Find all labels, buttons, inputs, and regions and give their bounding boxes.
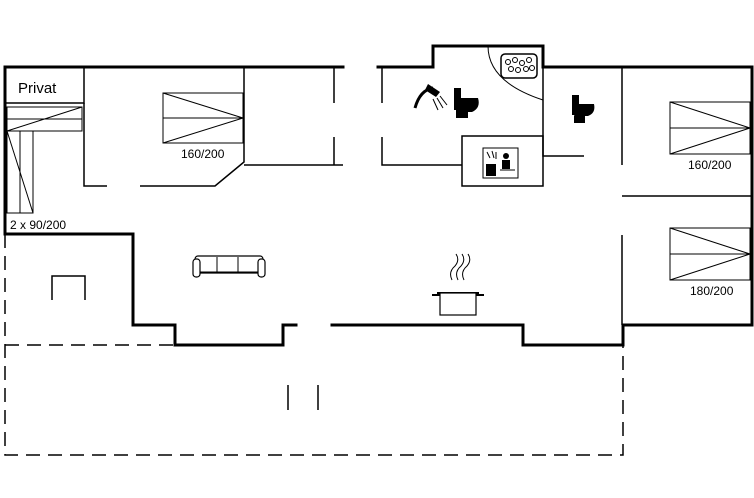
double-bed-right-top	[669, 101, 751, 155]
bed-size-left: 160/200	[181, 147, 225, 161]
bed-size-right-top: 160/200	[688, 158, 732, 172]
bed-size-right-bottom: 180/200	[690, 284, 734, 298]
interior-walls	[3, 67, 752, 325]
sauna-icon	[482, 147, 519, 179]
shower-icon	[413, 84, 448, 111]
whirlpool-icon	[500, 53, 538, 79]
toilet-icon	[454, 88, 479, 118]
cooking-pot-icon	[432, 253, 484, 316]
bunk-bed	[6, 106, 83, 214]
double-bed-left	[162, 92, 244, 144]
double-bed-right-bottom	[669, 227, 751, 281]
terrace-outline	[4, 234, 624, 456]
sofa-icon	[192, 255, 266, 278]
room-label-privat: Privat	[18, 80, 57, 97]
bed-size-bunk: 2 x 90/200	[10, 218, 66, 232]
toilet-icon	[572, 95, 595, 123]
door-swing	[487, 45, 544, 101]
